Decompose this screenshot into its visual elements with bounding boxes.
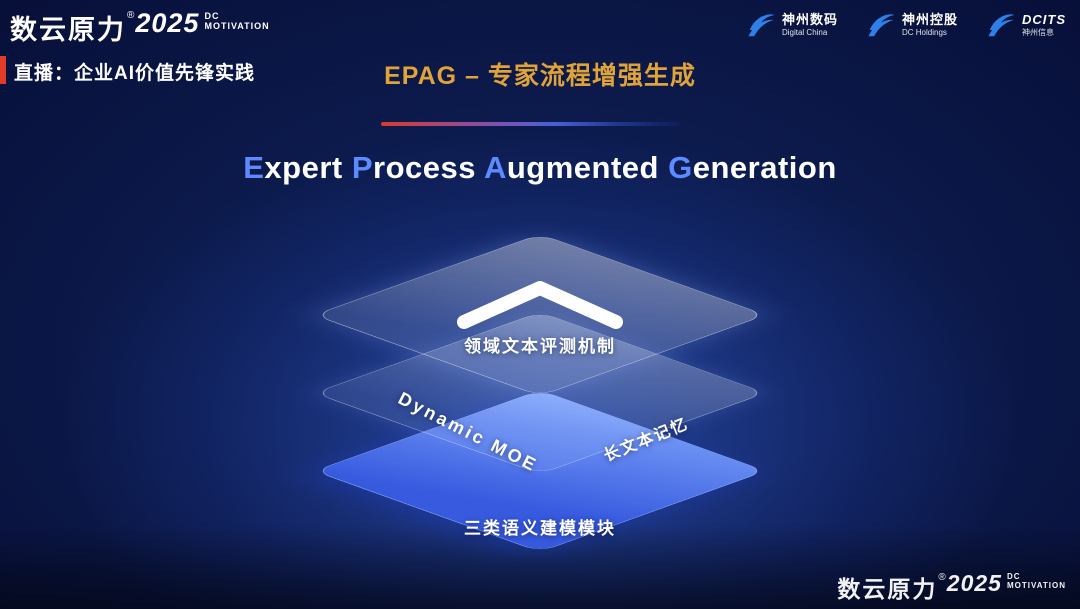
partner-dc-holdings: 神州控股 DC Holdings	[866, 10, 958, 40]
brand-year: 2025	[135, 8, 200, 38]
brand-year: 2025	[946, 570, 1002, 596]
brand-name-cn: 数云原力	[10, 15, 126, 45]
swoosh-icon	[868, 14, 895, 37]
brand-registered-mark: ®	[938, 572, 946, 583]
epag-stack-diagram: 领域文本评测机制 Dynamic MOE 长文本记忆 三类语义建模模块	[310, 230, 770, 565]
chevron-up-icon	[457, 281, 623, 329]
brand-logo-footer: 数云原力 ® 2025 DC MOTIVATION	[837, 570, 1066, 604]
partner-subtitle: 神州信息	[1022, 27, 1054, 37]
partner-subtitle: DC Holdings	[901, 27, 947, 37]
live-label: 直播：企业AI价值先锋实践	[14, 63, 256, 84]
partner-logos: 神州数码 Digital China 神州控股 DC Holdings DCIT…	[746, 10, 1066, 40]
swoosh-icon	[988, 14, 1015, 37]
partner-text: 神州控股 DC Holdings	[901, 11, 958, 37]
partner-text: DCITS 神州信息	[1022, 11, 1066, 37]
headline-segment: E	[243, 150, 265, 185]
partner-dcits: DCITS 神州信息	[986, 10, 1066, 40]
layer-label-evaluation: 领域文本评测机制	[464, 337, 616, 356]
brand-dc: DC	[1006, 572, 1021, 581]
brand-logo-header: 数云原力 ® 2025 DC MOTIVATION	[10, 8, 270, 47]
brand-name-cn: 数云原力	[837, 576, 938, 602]
headline-segment: A	[483, 150, 507, 185]
brand-dc-motivation: DC MOTIVATION	[204, 11, 269, 32]
headline-segment: xpert	[264, 150, 352, 185]
brand-registered-mark: ®	[127, 10, 135, 21]
live-accent-bar	[0, 56, 6, 84]
partner-text: 神州数码 Digital China	[781, 11, 838, 37]
brand-motivation: MOTIVATION	[1006, 581, 1066, 591]
headline-segment: rocess	[373, 150, 484, 185]
partner-subtitle: Digital China	[781, 27, 828, 37]
brand-dc-motivation: DC MOTIVATION	[1007, 572, 1066, 590]
headline-segment: ugmented	[506, 150, 669, 185]
partner-name: 神州控股	[901, 11, 958, 27]
layer-label-semantic-modeling: 三类语义建模模块	[464, 519, 616, 538]
headline-segment: P	[351, 150, 374, 185]
partner-digital-china: 神州数码 Digital China	[746, 10, 838, 40]
headline-epag-expansion: Expert Process Augmented Generation	[0, 150, 1080, 186]
brand-dc: DC	[204, 11, 220, 21]
headline-segment: G	[668, 150, 693, 185]
title-underline-gradient	[381, 122, 681, 126]
brand-motivation: MOTIVATION	[204, 21, 270, 32]
partner-name: 神州数码	[781, 11, 838, 27]
page-title: EPAG – 专家流程增强生成	[384, 62, 696, 90]
headline-segment: eneration	[692, 150, 837, 185]
partner-name: DCITS	[1022, 11, 1066, 27]
swoosh-icon	[748, 14, 775, 37]
